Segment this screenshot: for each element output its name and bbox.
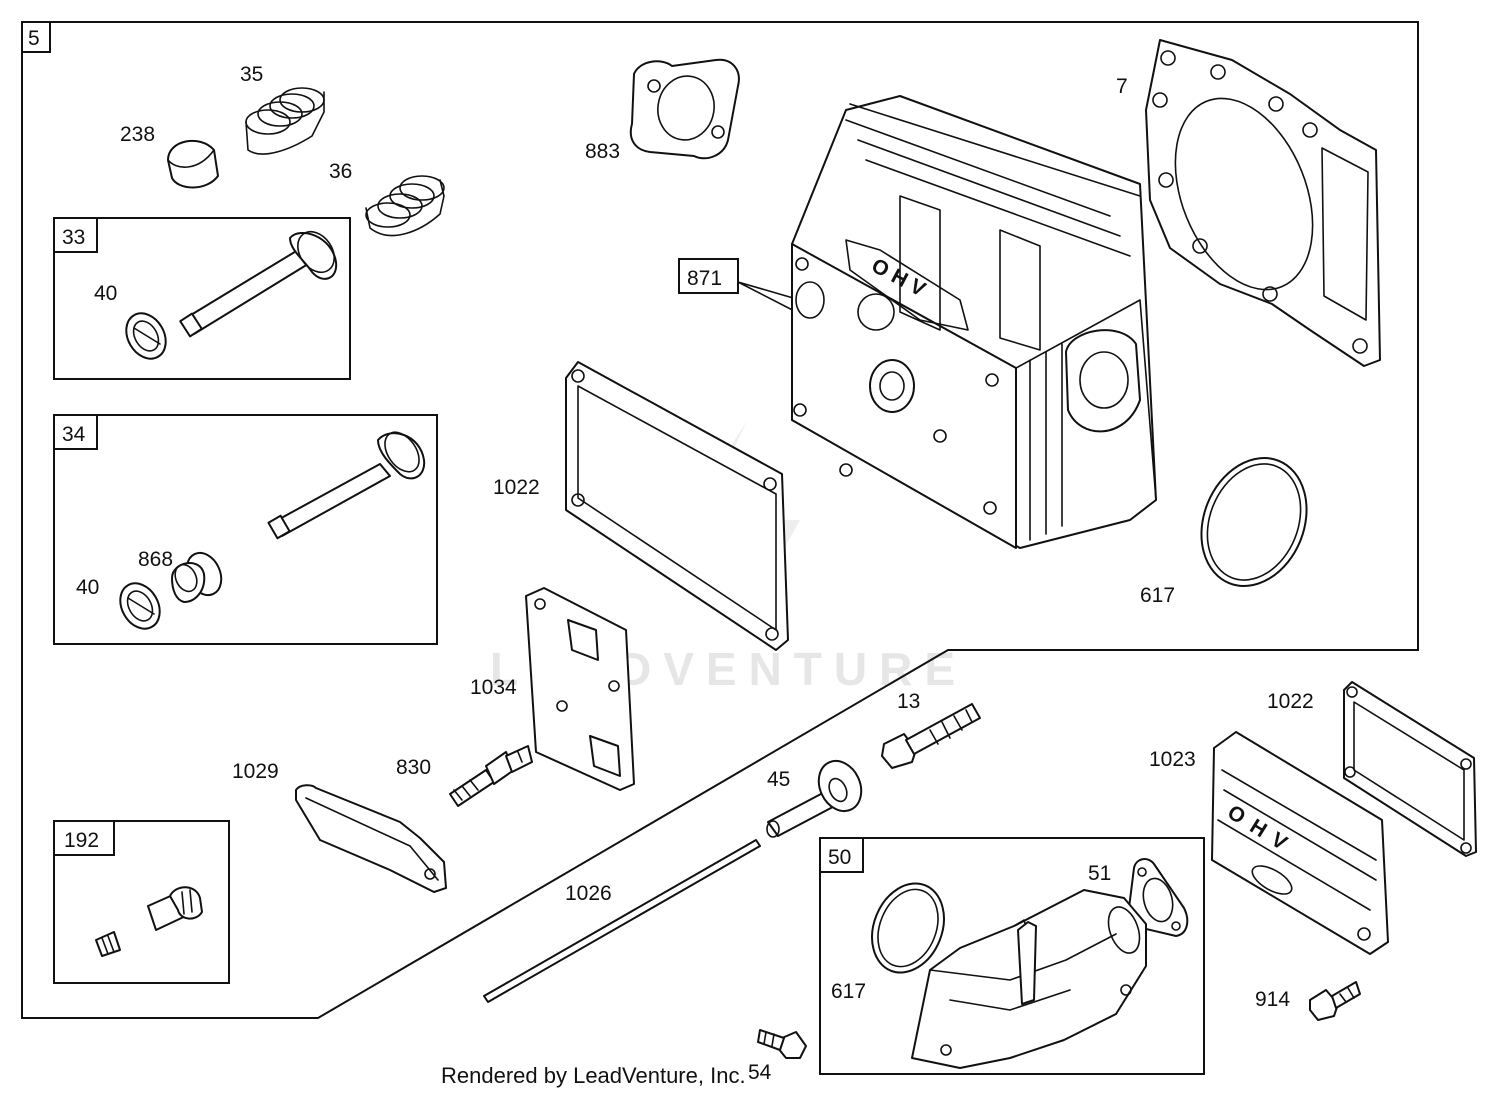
box-5-label: 5 (28, 27, 40, 50)
valve-keeper-40-b (119, 582, 161, 630)
assembly-frame-5 (21, 21, 1419, 1019)
cover-screw-914 (1309, 981, 1361, 1021)
head-gasket-7 (1145, 39, 1381, 367)
breather-plate-1034 (525, 587, 635, 791)
label-1026: 1026 (565, 882, 612, 905)
box-34 (53, 414, 98, 450)
label-830: 830 (396, 756, 431, 779)
cylinder-head: OHV (791, 95, 1157, 549)
label-1022-b: 1022 (1267, 690, 1314, 713)
valve-seal-868 (171, 551, 223, 603)
box-50-frame (819, 837, 1205, 1075)
label-1029: 1029 (232, 760, 279, 783)
box-192-frame (53, 820, 230, 984)
box-871 (678, 258, 739, 294)
label-45: 45 (767, 768, 790, 791)
intake-valve-33 (179, 230, 338, 338)
label-1034: 1034 (470, 676, 517, 699)
label-883: 883 (585, 140, 620, 163)
label-13: 13 (897, 690, 920, 713)
rocker-cover-gasket-1022-a (565, 361, 789, 651)
box-192-label: 192 (64, 829, 99, 852)
label-36: 36 (329, 160, 352, 183)
box-33 (53, 217, 98, 253)
label-617-b: 617 (831, 980, 866, 1003)
label-40-b: 40 (76, 576, 99, 599)
o-ring-617-b (871, 882, 945, 974)
label-1023: 1023 (1149, 748, 1196, 771)
screw-54 (757, 1029, 807, 1059)
fitting-192 (95, 886, 203, 957)
label-914: 914 (1255, 988, 1290, 1011)
footer-credit: Rendered by LeadVenture, Inc. (441, 1063, 746, 1088)
rocker-cover-gasket-1022-b (1343, 681, 1477, 857)
rocker-cover-1023: OHV (1211, 731, 1389, 955)
valve-keeper-40-a (125, 312, 167, 360)
box-871-label: 871 (687, 267, 722, 290)
push-rod-1026 (483, 839, 761, 1003)
valve-spring-36 (365, 175, 445, 237)
box-34-label: 34 (62, 423, 86, 446)
label-51: 51 (1088, 862, 1111, 885)
box-192 (53, 820, 115, 856)
rocker-stud-830 (449, 745, 533, 807)
box-33-label: 33 (62, 226, 85, 249)
head-bolt-13 (881, 703, 981, 769)
label-617-a: 617 (1140, 584, 1175, 607)
label-7: 7 (1116, 75, 1128, 98)
valve-cap-238 (167, 140, 219, 189)
label-35: 35 (240, 63, 263, 86)
box-33-frame (53, 217, 351, 380)
box-50-label: 50 (828, 846, 851, 869)
exhaust-valve-34 (267, 431, 426, 540)
label-238: 238 (120, 123, 155, 146)
intake-manifold (911, 889, 1147, 1069)
o-ring-617-a (1200, 457, 1308, 587)
label-40-a: 40 (94, 282, 117, 305)
box-34-frame (53, 414, 438, 645)
label-868: 868 (138, 548, 173, 571)
push-rod-guide-45 (766, 759, 863, 838)
label-54: 54 (748, 1061, 772, 1084)
valve-spring-35 (245, 87, 325, 155)
box-50 (819, 837, 864, 873)
box-5 (21, 21, 51, 53)
rocker-arm-1029 (295, 784, 447, 893)
label-1022-a: 1022 (493, 476, 540, 499)
part-labels: 35 238 36 40 868 40 883 7 1022 617 1034 … (76, 63, 1314, 1084)
exhaust-gasket-883 (629, 58, 740, 160)
